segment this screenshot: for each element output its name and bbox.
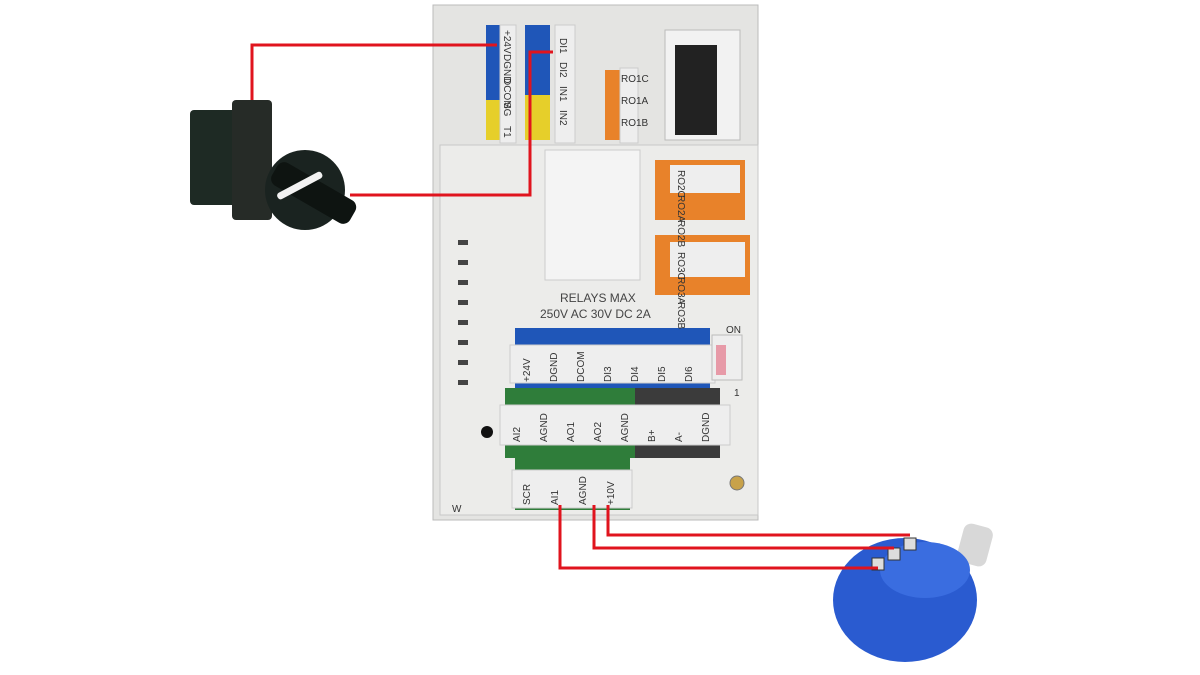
wire-agnd — [592, 505, 894, 550]
terminal-label: +24V — [522, 358, 533, 382]
terminal-label: DI5 — [657, 366, 668, 382]
terminal-label: RO2B — [675, 220, 686, 248]
terminal-label: RO3A — [675, 277, 686, 305]
terminal-label: DGND — [701, 413, 712, 442]
terminal-label: RO3C — [675, 252, 686, 280]
terminal-label: RO3B — [675, 302, 686, 330]
terminal-label: IN1 — [557, 86, 568, 102]
terminal-label: AO2 — [593, 422, 604, 442]
mounting-screw — [729, 475, 745, 491]
terminal-label: DI3 — [603, 366, 614, 382]
terminal-label: IN2 — [557, 110, 568, 126]
terminal-label: DCOM — [576, 351, 587, 382]
relays-label-1: RELAYS MAX — [560, 291, 636, 305]
terminal-label: DCOM — [501, 78, 512, 109]
terminal-label: SCR — [522, 484, 533, 505]
corner-mark: W — [452, 504, 462, 515]
selector-switch — [190, 100, 357, 230]
terminal-label: DI4 — [630, 366, 641, 382]
terminal-label: AO1 — [566, 422, 577, 442]
terminal-label: DGND — [501, 54, 512, 83]
terminal-label: DI1 — [557, 38, 568, 54]
wire-ai1 — [558, 505, 878, 570]
terminal-label: AGND — [578, 476, 589, 505]
terminal-label: +10V — [606, 481, 617, 505]
terminal-label: A- — [674, 432, 685, 442]
dip-number: 1 — [734, 388, 740, 399]
terminal-label: AGND — [539, 413, 550, 442]
dip-on-label: ON — [726, 325, 741, 336]
drive-control-panel: W RELAYS MAX 250V AC 30V DC 2A ON 1 +24V… — [432, 4, 759, 521]
terminal-label: RO1B — [621, 118, 649, 129]
terminal-label: +24V — [501, 30, 512, 54]
wire-10v — [606, 505, 910, 537]
relays-label-2: 250V AC 30V DC 2A — [540, 307, 651, 321]
terminal-label: SG — [501, 102, 512, 117]
connector-socket — [675, 45, 717, 135]
terminal-label: RO1C — [621, 74, 649, 85]
terminal-label: B+ — [647, 429, 658, 442]
terminal-label: T1 — [501, 126, 512, 138]
terminal-label: RO2A — [675, 195, 686, 223]
terminal-label: AI2 — [512, 427, 523, 442]
wires — [250, 43, 910, 570]
potentiometer — [833, 523, 993, 662]
terminal-label: DI6 — [684, 366, 695, 382]
terminal-label: AI1 — [550, 490, 561, 505]
terminal-label: AGND — [620, 413, 631, 442]
terminal-label: DGND — [549, 353, 560, 382]
wire-switch-di1 — [350, 50, 553, 197]
terminal-label: RO1A — [621, 96, 649, 107]
terminal-label: RO2C — [675, 170, 686, 198]
wire-switch-24v — [250, 43, 497, 100]
terminal-label: DI2 — [557, 62, 568, 78]
